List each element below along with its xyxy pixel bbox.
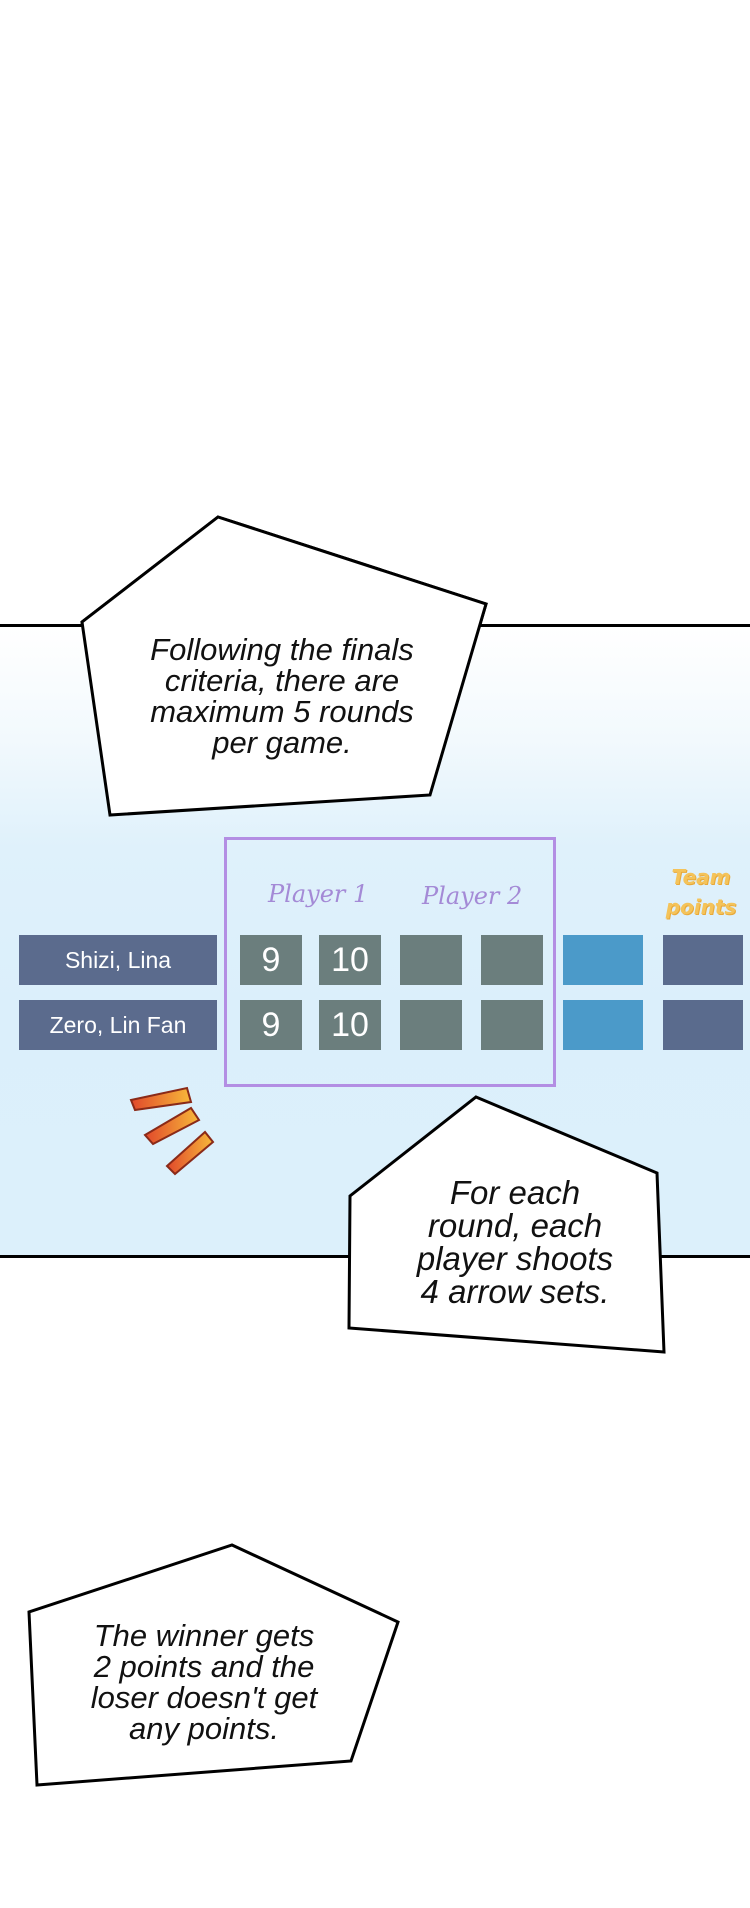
row2-team-points [663,1000,743,1050]
row2-player1-score2: 10 [319,1000,381,1050]
row2-name: Zero, Lin Fan [19,1000,217,1050]
player-scores-frame [224,837,556,1087]
player2-label: Player 2 [422,882,523,910]
row2-player2-score2 [481,1000,543,1050]
bubble-middle-text: For each round, each player shoots 4 arr… [416,1174,614,1310]
row1-player1-score2: 10 [319,935,381,985]
player1-label: Player 1 [268,880,369,908]
speed-lines-icon [125,1080,215,1180]
row2-team-cell [563,1000,643,1050]
row2-player1-score: 9 [240,1000,302,1050]
bubble-bottom-text: The winner gets 2 points and the loser d… [90,1618,318,1746]
row1-player2-score [400,935,462,985]
row1-player2-score2 [481,935,543,985]
bubble-top-text: Following the finals criteria, there are… [150,632,414,760]
team-label-line2: points [665,895,737,919]
team-points-label: Team points [656,862,746,922]
row1-name: Shizi, Lina [19,935,217,985]
team-label-line1: Team [671,865,731,889]
row2-player2-score [400,1000,462,1050]
row1-player1-score: 9 [240,935,302,985]
row1-team-points [663,935,743,985]
row1-team-cell [563,935,643,985]
